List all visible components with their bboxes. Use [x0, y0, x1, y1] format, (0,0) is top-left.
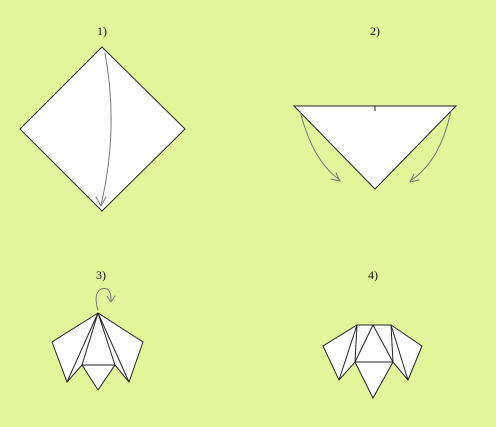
step-4-label: 4) [368, 268, 378, 282]
step-1-label: 1) [97, 24, 107, 38]
step-2-label: 2) [370, 24, 380, 38]
step-3-label: 3) [96, 268, 106, 282]
